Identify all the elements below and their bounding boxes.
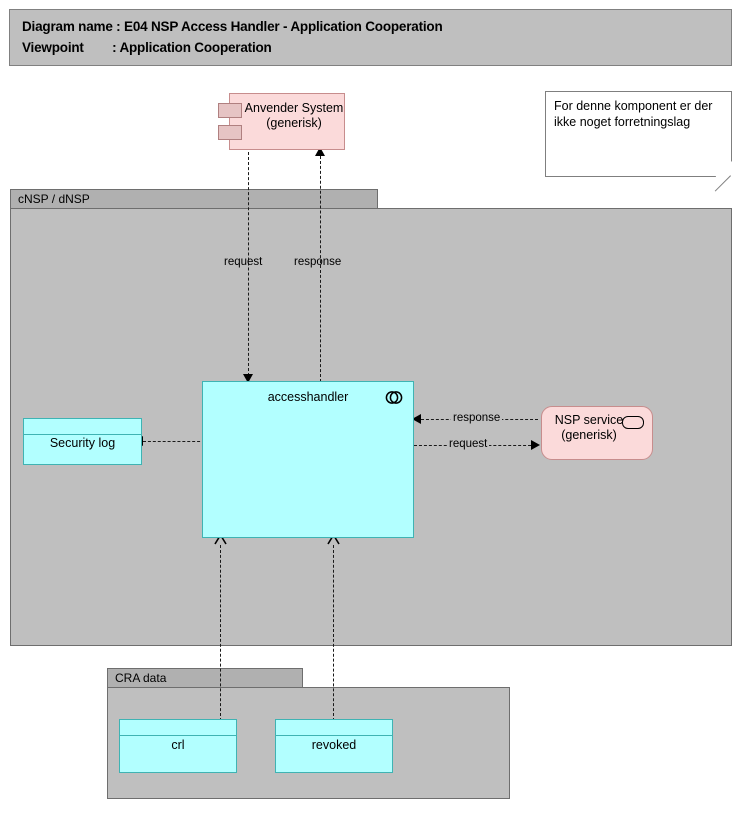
- connector-label-request-right: request: [447, 438, 490, 450]
- node-accesshandler[interactable]: accesshandler: [202, 381, 414, 538]
- component-tab-lower-icon: [218, 125, 242, 140]
- connector-label-response-right: response: [451, 412, 503, 424]
- application-component-icon: [385, 391, 403, 404]
- node-crl[interactable]: crl: [119, 719, 237, 773]
- node-nsp-service[interactable]: NSP service (generisk): [541, 406, 653, 460]
- node-security-log-divider: [24, 434, 141, 435]
- connector-securitylog-line: [143, 441, 205, 442]
- connector-label-request-top: request: [224, 256, 263, 268]
- connector-revoked-line: [333, 545, 334, 721]
- viewpoint-line: Viewpoint : Application Cooperation: [22, 40, 272, 55]
- node-anvender-system[interactable]: Anvender System (generisk): [218, 93, 345, 150]
- node-nsp-service-qualifier: (generisk): [561, 428, 617, 442]
- group-cnsp-tab: cNSP / dNSP: [10, 189, 378, 208]
- node-anvender-system-label: Anvender System: [244, 101, 344, 115]
- node-revoked[interactable]: revoked: [275, 719, 393, 773]
- connector-crl-line: [220, 545, 221, 721]
- connector-response-right-arrowhead: [412, 414, 421, 424]
- node-accesshandler-label: accesshandler: [267, 390, 349, 404]
- node-security-log-label: Security log: [49, 436, 116, 450]
- diagram-header: Diagram name : E04 NSP Access Handler - …: [9, 9, 732, 66]
- connector-response-top-arrowhead: [315, 147, 325, 156]
- connector-request-right-arrowhead: [531, 440, 540, 450]
- connector-response-top-line: [320, 156, 321, 382]
- connector-label-response-top: response: [294, 256, 342, 268]
- application-service-icon: [622, 416, 644, 429]
- node-nsp-service-label: NSP service: [554, 413, 624, 427]
- node-revoked-divider: [276, 735, 392, 736]
- node-security-log[interactable]: Security log: [23, 418, 142, 465]
- node-anvender-system-qualifier: (generisk): [266, 116, 322, 130]
- diagram-name-line: Diagram name : E04 NSP Access Handler - …: [22, 19, 443, 34]
- node-revoked-label: revoked: [311, 738, 357, 752]
- note-text: For denne komponent er der ikke noget fo…: [554, 99, 713, 129]
- connector-request-top-arrowhead: [243, 374, 253, 383]
- connector-request-top-line: [248, 152, 249, 376]
- note-box: For denne komponent er der ikke noget fo…: [545, 91, 732, 192]
- node-crl-label: crl: [171, 738, 185, 752]
- group-cnsp-label: cNSP / dNSP: [18, 192, 90, 206]
- group-cra-tab: CRA data: [107, 668, 303, 687]
- component-tab-upper-icon: [218, 103, 242, 118]
- group-cra-label: CRA data: [115, 671, 167, 685]
- node-crl-divider: [120, 735, 236, 736]
